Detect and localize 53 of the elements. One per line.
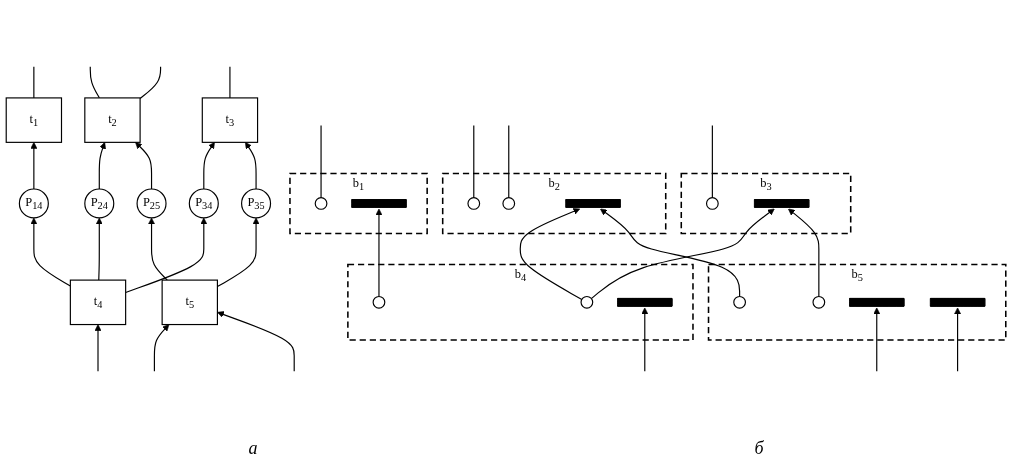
arrow (135, 142, 153, 190)
node-box: t$_{4}$ (69, 279, 127, 326)
arrow (590, 208, 775, 300)
node-circle (502, 197, 516, 210)
arrow (217, 311, 295, 372)
node-circle (733, 295, 747, 309)
node-box: t$_{5}$ (161, 279, 218, 326)
connector (139, 66, 162, 100)
node-circle: P$_{35}$ (241, 188, 272, 219)
node-circle: P$_{25}$ (136, 188, 167, 219)
node-box: t$_{2}$ (84, 97, 141, 143)
cluster: b$_{2}$ (441, 172, 667, 235)
connector (320, 125, 322, 199)
arrow (30, 142, 38, 190)
node-circle (467, 197, 481, 210)
cluster: b$_{5}$ (707, 263, 1007, 341)
cluster: b$_{1}$ (289, 172, 428, 235)
cluster: b$_{3}$ (680, 172, 852, 235)
arrow (641, 307, 649, 372)
connector (89, 66, 100, 99)
arrow (95, 217, 103, 281)
node-box: t$_{1}$ (5, 97, 63, 143)
connector (229, 66, 231, 99)
arrow (125, 217, 208, 294)
connector (711, 125, 713, 199)
arrow (600, 208, 741, 298)
connector (508, 125, 510, 199)
arrow (873, 307, 881, 372)
node-circle (580, 295, 594, 309)
node-circle (372, 295, 386, 309)
arrow (788, 208, 820, 298)
arrow (148, 217, 168, 281)
arrow (153, 324, 170, 372)
arrow (375, 208, 383, 298)
node-circle: P$_{34}$ (188, 188, 219, 219)
arrow (98, 142, 106, 190)
node-circle: P$_{14}$ (18, 188, 49, 219)
arrow (94, 324, 102, 372)
arrow (519, 208, 583, 301)
arrow (245, 142, 257, 190)
panel-caption: б (754, 438, 764, 460)
arrow (954, 307, 961, 372)
node-circle (314, 197, 328, 210)
node-circle (705, 197, 719, 210)
panel-caption: а (248, 438, 258, 460)
node-circle: P$_{24}$ (84, 188, 115, 219)
arrow (203, 142, 215, 190)
connector (33, 66, 35, 99)
cluster: b$_{4}$ (347, 263, 694, 341)
node-box: t$_{3}$ (201, 97, 259, 143)
connector (473, 125, 475, 199)
arrow (30, 217, 71, 287)
node-circle (812, 295, 826, 309)
